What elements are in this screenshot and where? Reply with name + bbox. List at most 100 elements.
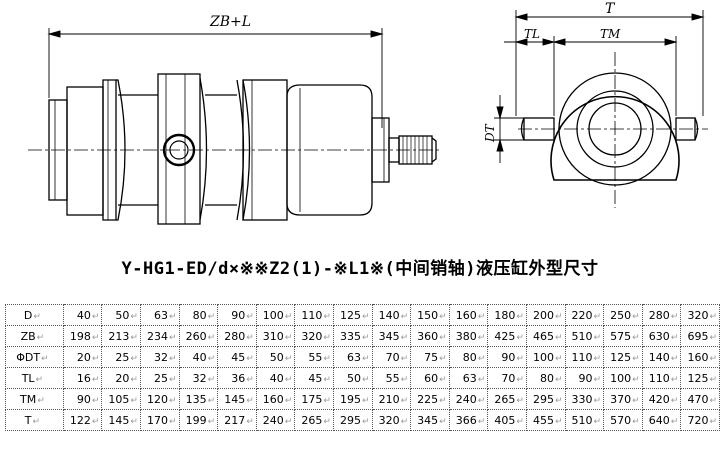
return-mark: ↵	[37, 395, 45, 406]
cell-value: 225	[417, 392, 439, 406]
return-mark: ↵	[554, 416, 563, 427]
return-mark: ↵	[284, 395, 293, 406]
table-cell: 50↵	[332, 367, 373, 389]
table-cell: 150↵	[410, 304, 450, 326]
return-mark: ↵	[593, 332, 602, 343]
return-mark: ↵	[130, 395, 138, 406]
return-mark: ↵	[284, 416, 293, 427]
cell-value: 366	[455, 413, 477, 427]
table-cell: 110↵	[564, 346, 605, 368]
return-mark: ↵	[593, 311, 602, 322]
return-mark: ↵	[554, 353, 563, 364]
cell-value: 100	[532, 350, 554, 364]
return-mark: ↵	[400, 311, 409, 322]
return-mark: ↵	[130, 311, 138, 322]
cell-value: 55	[308, 350, 323, 364]
table-cell: 20↵	[62, 346, 103, 368]
cell-value: 720	[687, 413, 709, 427]
cell-value: 150	[417, 308, 439, 322]
return-mark: ↵	[284, 332, 293, 343]
return-mark: ↵	[169, 311, 177, 322]
return-mark: ↵	[246, 374, 254, 385]
cell-value: 265	[301, 413, 323, 427]
return-mark: ↵	[41, 353, 49, 364]
return-mark: ↵	[246, 332, 254, 343]
return-mark: ↵	[709, 311, 717, 322]
return-mark: ↵	[439, 332, 447, 343]
cell-value: 90	[76, 392, 91, 406]
return-mark: ↵	[516, 395, 524, 406]
dimension-table: D↵40↵50↵63↵80↵90↵100↵110↵125↵140↵150↵160…	[5, 304, 720, 431]
table-cell: 40↵	[255, 367, 296, 389]
cell-value: 25	[115, 350, 130, 364]
cell-value: 200	[532, 308, 554, 322]
return-mark: ↵	[169, 374, 177, 385]
cell-value: 640	[648, 413, 670, 427]
return-mark: ↵	[670, 395, 679, 406]
table-cell: 80↵	[525, 367, 566, 389]
return-mark: ↵	[207, 395, 216, 406]
cell-value: 420	[648, 392, 670, 406]
return-mark: ↵	[169, 416, 177, 427]
return-mark: ↵	[246, 311, 254, 322]
cell-value: 75	[424, 350, 439, 364]
table-cell: 40↵	[178, 346, 219, 368]
table-cell: 110↵	[641, 367, 682, 389]
table-cell: 60↵	[410, 367, 450, 389]
table-cell: 80↵	[448, 346, 489, 368]
t-label: T	[605, 1, 616, 17]
cell-value: 405	[494, 413, 516, 427]
return-mark: ↵	[207, 332, 216, 343]
table-cell: 75↵	[410, 346, 450, 368]
table-cell: 720↵	[680, 409, 720, 431]
return-mark: ↵	[36, 332, 45, 343]
table-cell: 125↵	[332, 304, 373, 326]
return-mark: ↵	[439, 353, 447, 364]
cell-value: 335	[339, 329, 361, 343]
table-cell: 380↵	[448, 325, 489, 347]
cell-value: 260	[185, 329, 207, 343]
table-cell: 220↵	[564, 304, 605, 326]
cell-value: 63	[154, 308, 169, 322]
table-cell: 145↵	[101, 409, 141, 431]
table-cell: 370↵	[603, 388, 643, 410]
return-mark: ↵	[400, 332, 409, 343]
return-mark: ↵	[516, 332, 524, 343]
cell-value: 360	[417, 329, 439, 343]
row-header-label: TM	[20, 392, 37, 406]
cell-value: 45	[308, 371, 323, 385]
table-cell: 140↵	[371, 304, 412, 326]
return-mark: ↵	[323, 395, 331, 406]
table-cell: 320↵	[371, 409, 412, 431]
return-mark: ↵	[554, 311, 563, 322]
table-cell: 250↵	[603, 304, 643, 326]
table-cell: 366↵	[448, 409, 489, 431]
cell-value: 510	[571, 329, 593, 343]
table-row: T↵122↵145↵170↵199↵217↵240↵265↵295↵320↵34…	[5, 409, 720, 431]
return-mark: ↵	[477, 332, 486, 343]
return-mark: ↵	[361, 374, 370, 385]
cell-value: 240	[455, 392, 477, 406]
table-cell: 25↵	[139, 367, 180, 389]
cell-value: 295	[339, 413, 361, 427]
return-mark: ↵	[554, 395, 563, 406]
table-cell: 25↵	[101, 346, 141, 368]
return-mark: ↵	[361, 353, 370, 364]
table-cell: 16↵	[62, 367, 103, 389]
cell-value: 160	[687, 350, 709, 364]
cylinder-end-view	[494, 10, 708, 208]
cell-value: 110	[301, 308, 323, 322]
table-cell: 330↵	[564, 388, 605, 410]
return-mark: ↵	[323, 311, 331, 322]
cell-value: 125	[610, 350, 632, 364]
table-cell: 100↵	[255, 304, 296, 326]
cell-value: 455	[532, 413, 554, 427]
cell-value: 195	[339, 392, 361, 406]
cell-value: 320	[301, 329, 323, 343]
return-mark: ↵	[400, 416, 409, 427]
cell-value: 198	[69, 329, 91, 343]
cell-value: 45	[231, 350, 246, 364]
table-cell: 295↵	[332, 409, 373, 431]
cell-value: 320	[687, 308, 709, 322]
table-cell: 240↵	[448, 388, 489, 410]
